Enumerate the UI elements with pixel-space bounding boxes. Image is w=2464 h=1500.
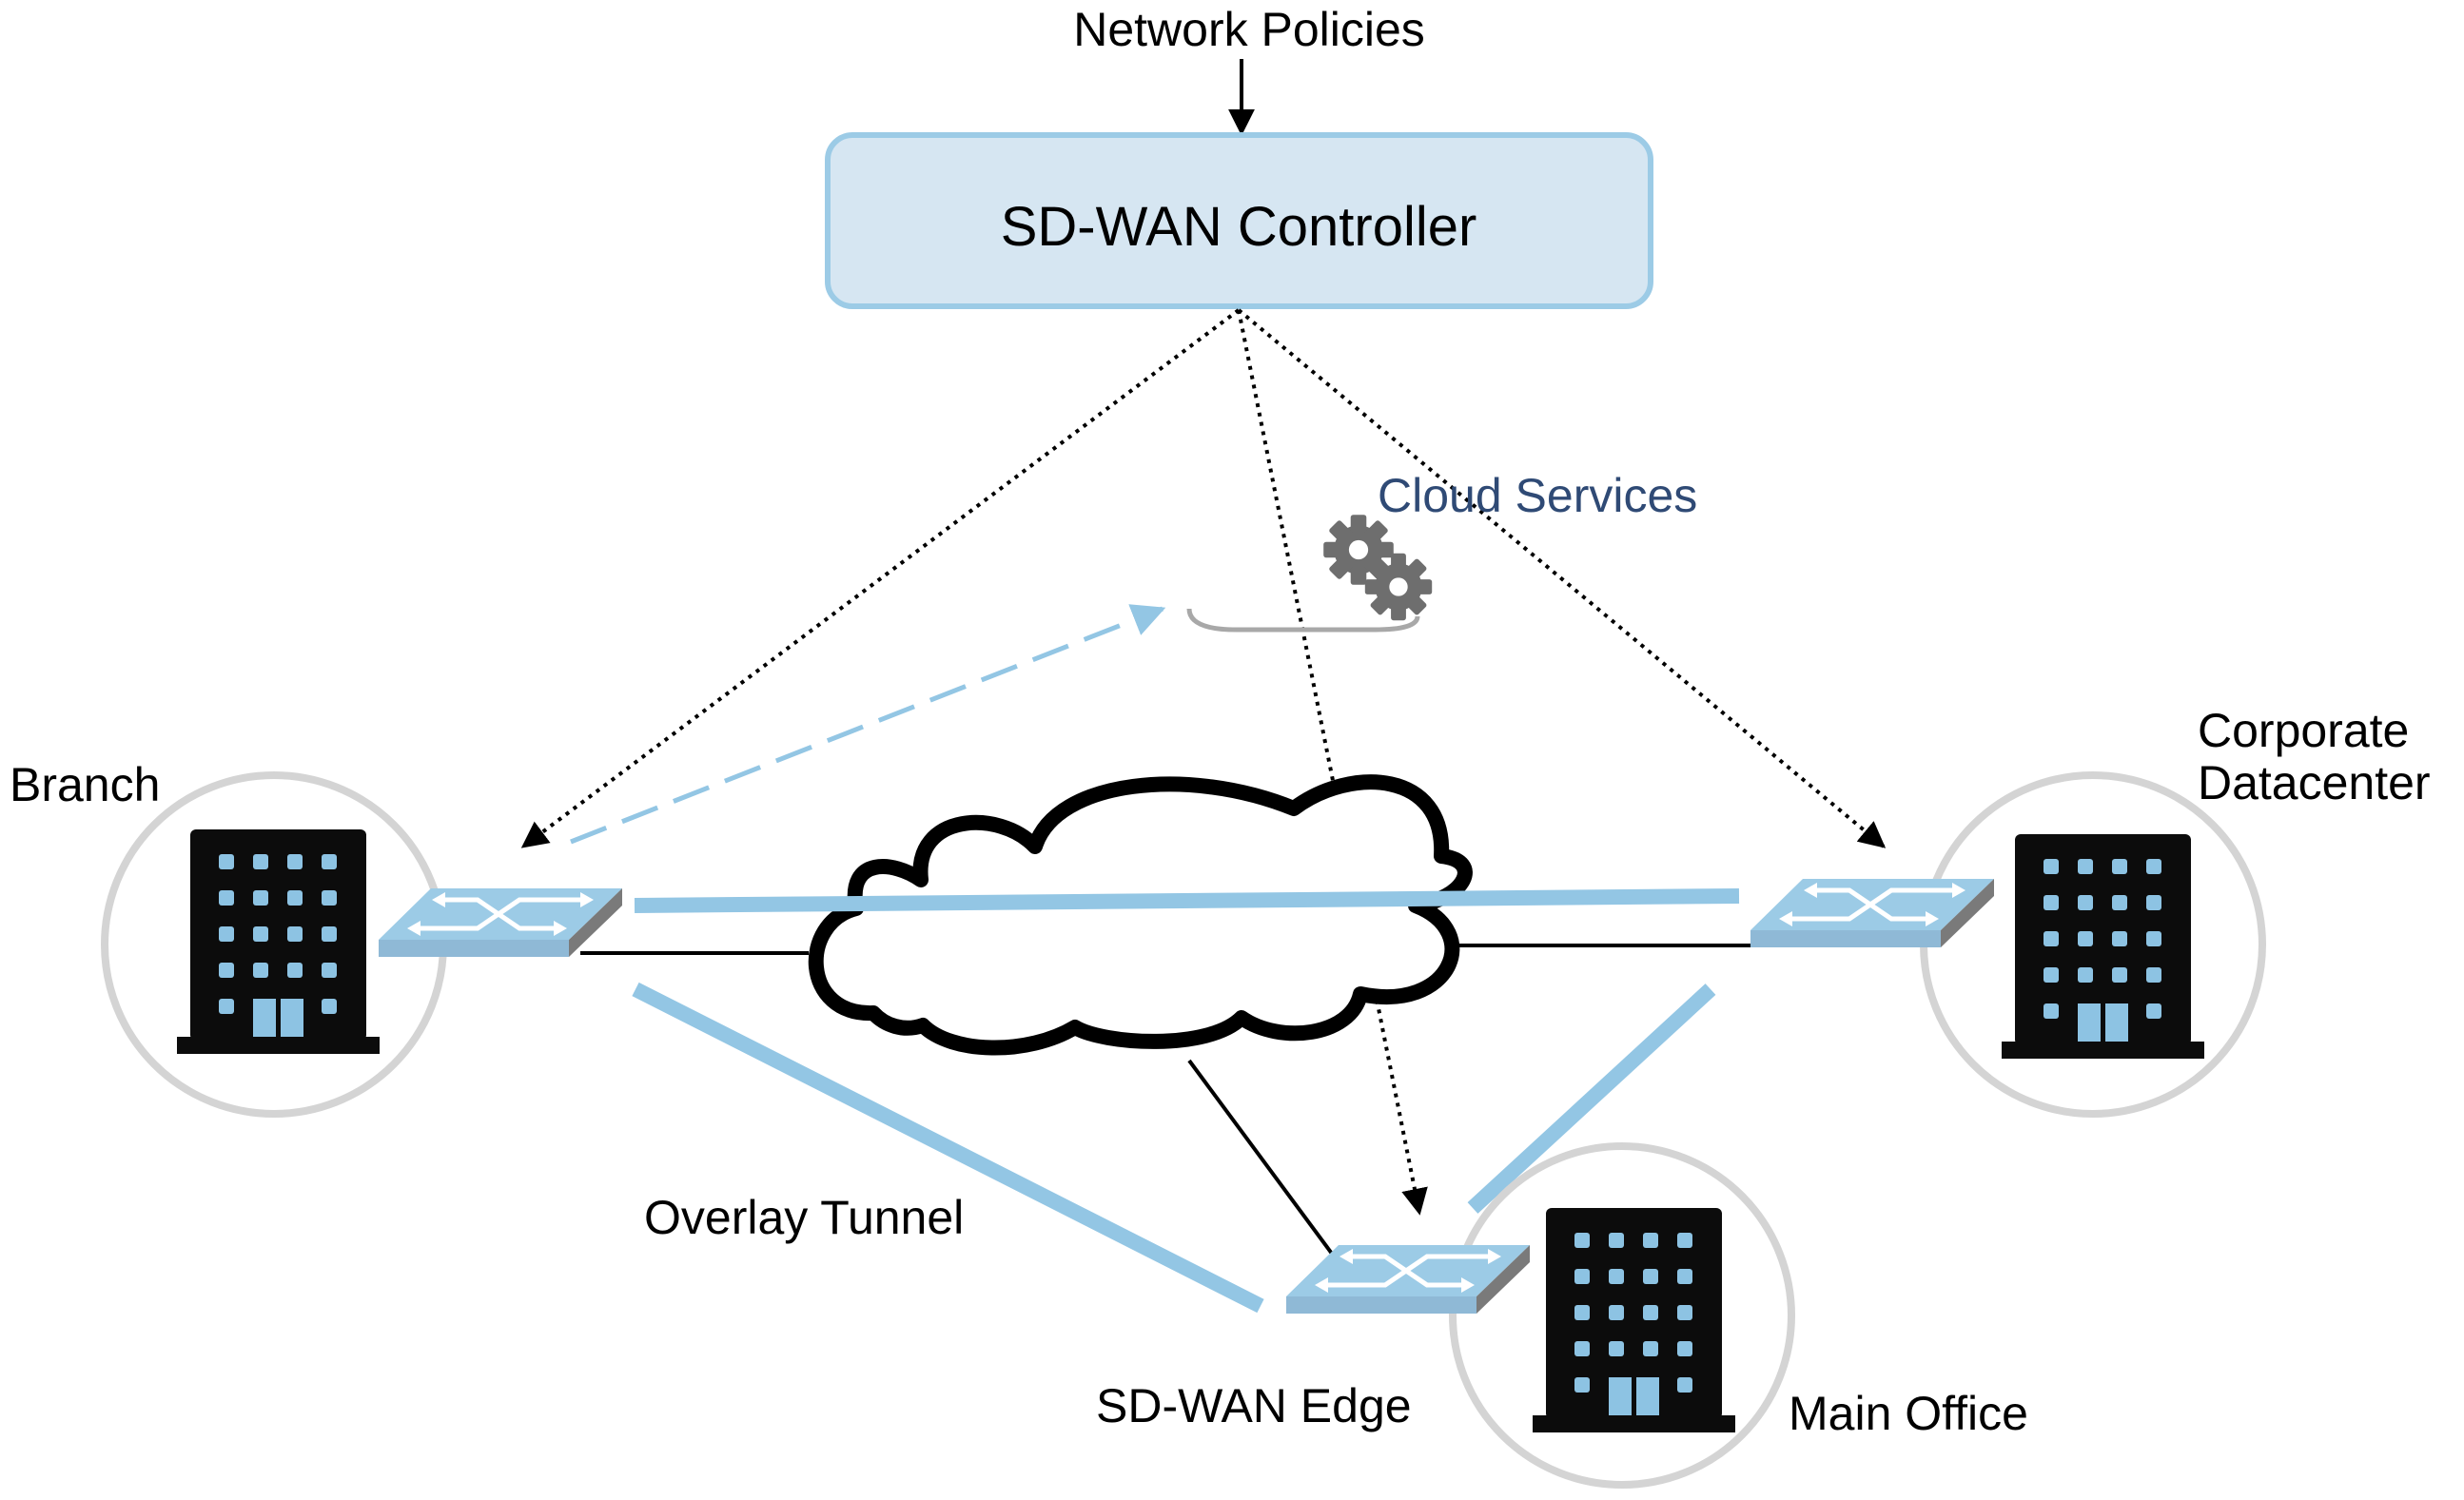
main-office-ring: [1449, 1142, 1795, 1489]
sdwan-edge-label: SD-WAN Edge: [1096, 1379, 1412, 1432]
control-links: [520, 308, 1887, 1216]
underlay-links: [580, 944, 1755, 1256]
main-office-building-icon: [1533, 1208, 1735, 1432]
sdwan-controller: SD-WAN Controller: [825, 132, 1653, 309]
controller-label: SD-WAN Controller: [1001, 196, 1477, 258]
control-link-branch: [520, 308, 1241, 848]
main-office-edge-switch-icon: [1286, 1245, 1530, 1314]
overlay-tunnel-label: Overlay Tunnel: [644, 1191, 964, 1244]
branch-edge-switch-icon: [379, 888, 622, 957]
branch-label: Branch: [10, 758, 160, 811]
cloud-services-label: Cloud Services: [1378, 469, 1697, 522]
datacenter-label-line1: Corporate: [2198, 704, 2409, 757]
datacenter-edge-switch-icon: [1750, 879, 1994, 947]
overlay-tunnels: [632, 888, 1740, 1314]
cloud-services-path: [570, 604, 1166, 845]
network-policies-label: Network Policies: [1073, 3, 1425, 56]
cloud-services-underline: [1186, 608, 1420, 633]
datacenter-label-line2: Datacenter: [2198, 756, 2431, 809]
control-link-datacenter: [1237, 308, 1887, 848]
wan-cloud: [808, 774, 1473, 1056]
tunnel-branch-datacenter: [634, 888, 1740, 913]
gear-small-icon: [1364, 553, 1433, 621]
tunnel-datacenter-main-office: [1467, 984, 1716, 1214]
datacenter-building-icon: [2002, 834, 2204, 1059]
control-link-main-office: [1237, 309, 1428, 1216]
tunnel-branch-main-office: [632, 982, 1264, 1314]
cloud-services: Cloud Services: [1186, 469, 1697, 633]
main-office-label: Main Office: [1789, 1387, 2028, 1440]
branch-building-icon: [177, 829, 380, 1054]
